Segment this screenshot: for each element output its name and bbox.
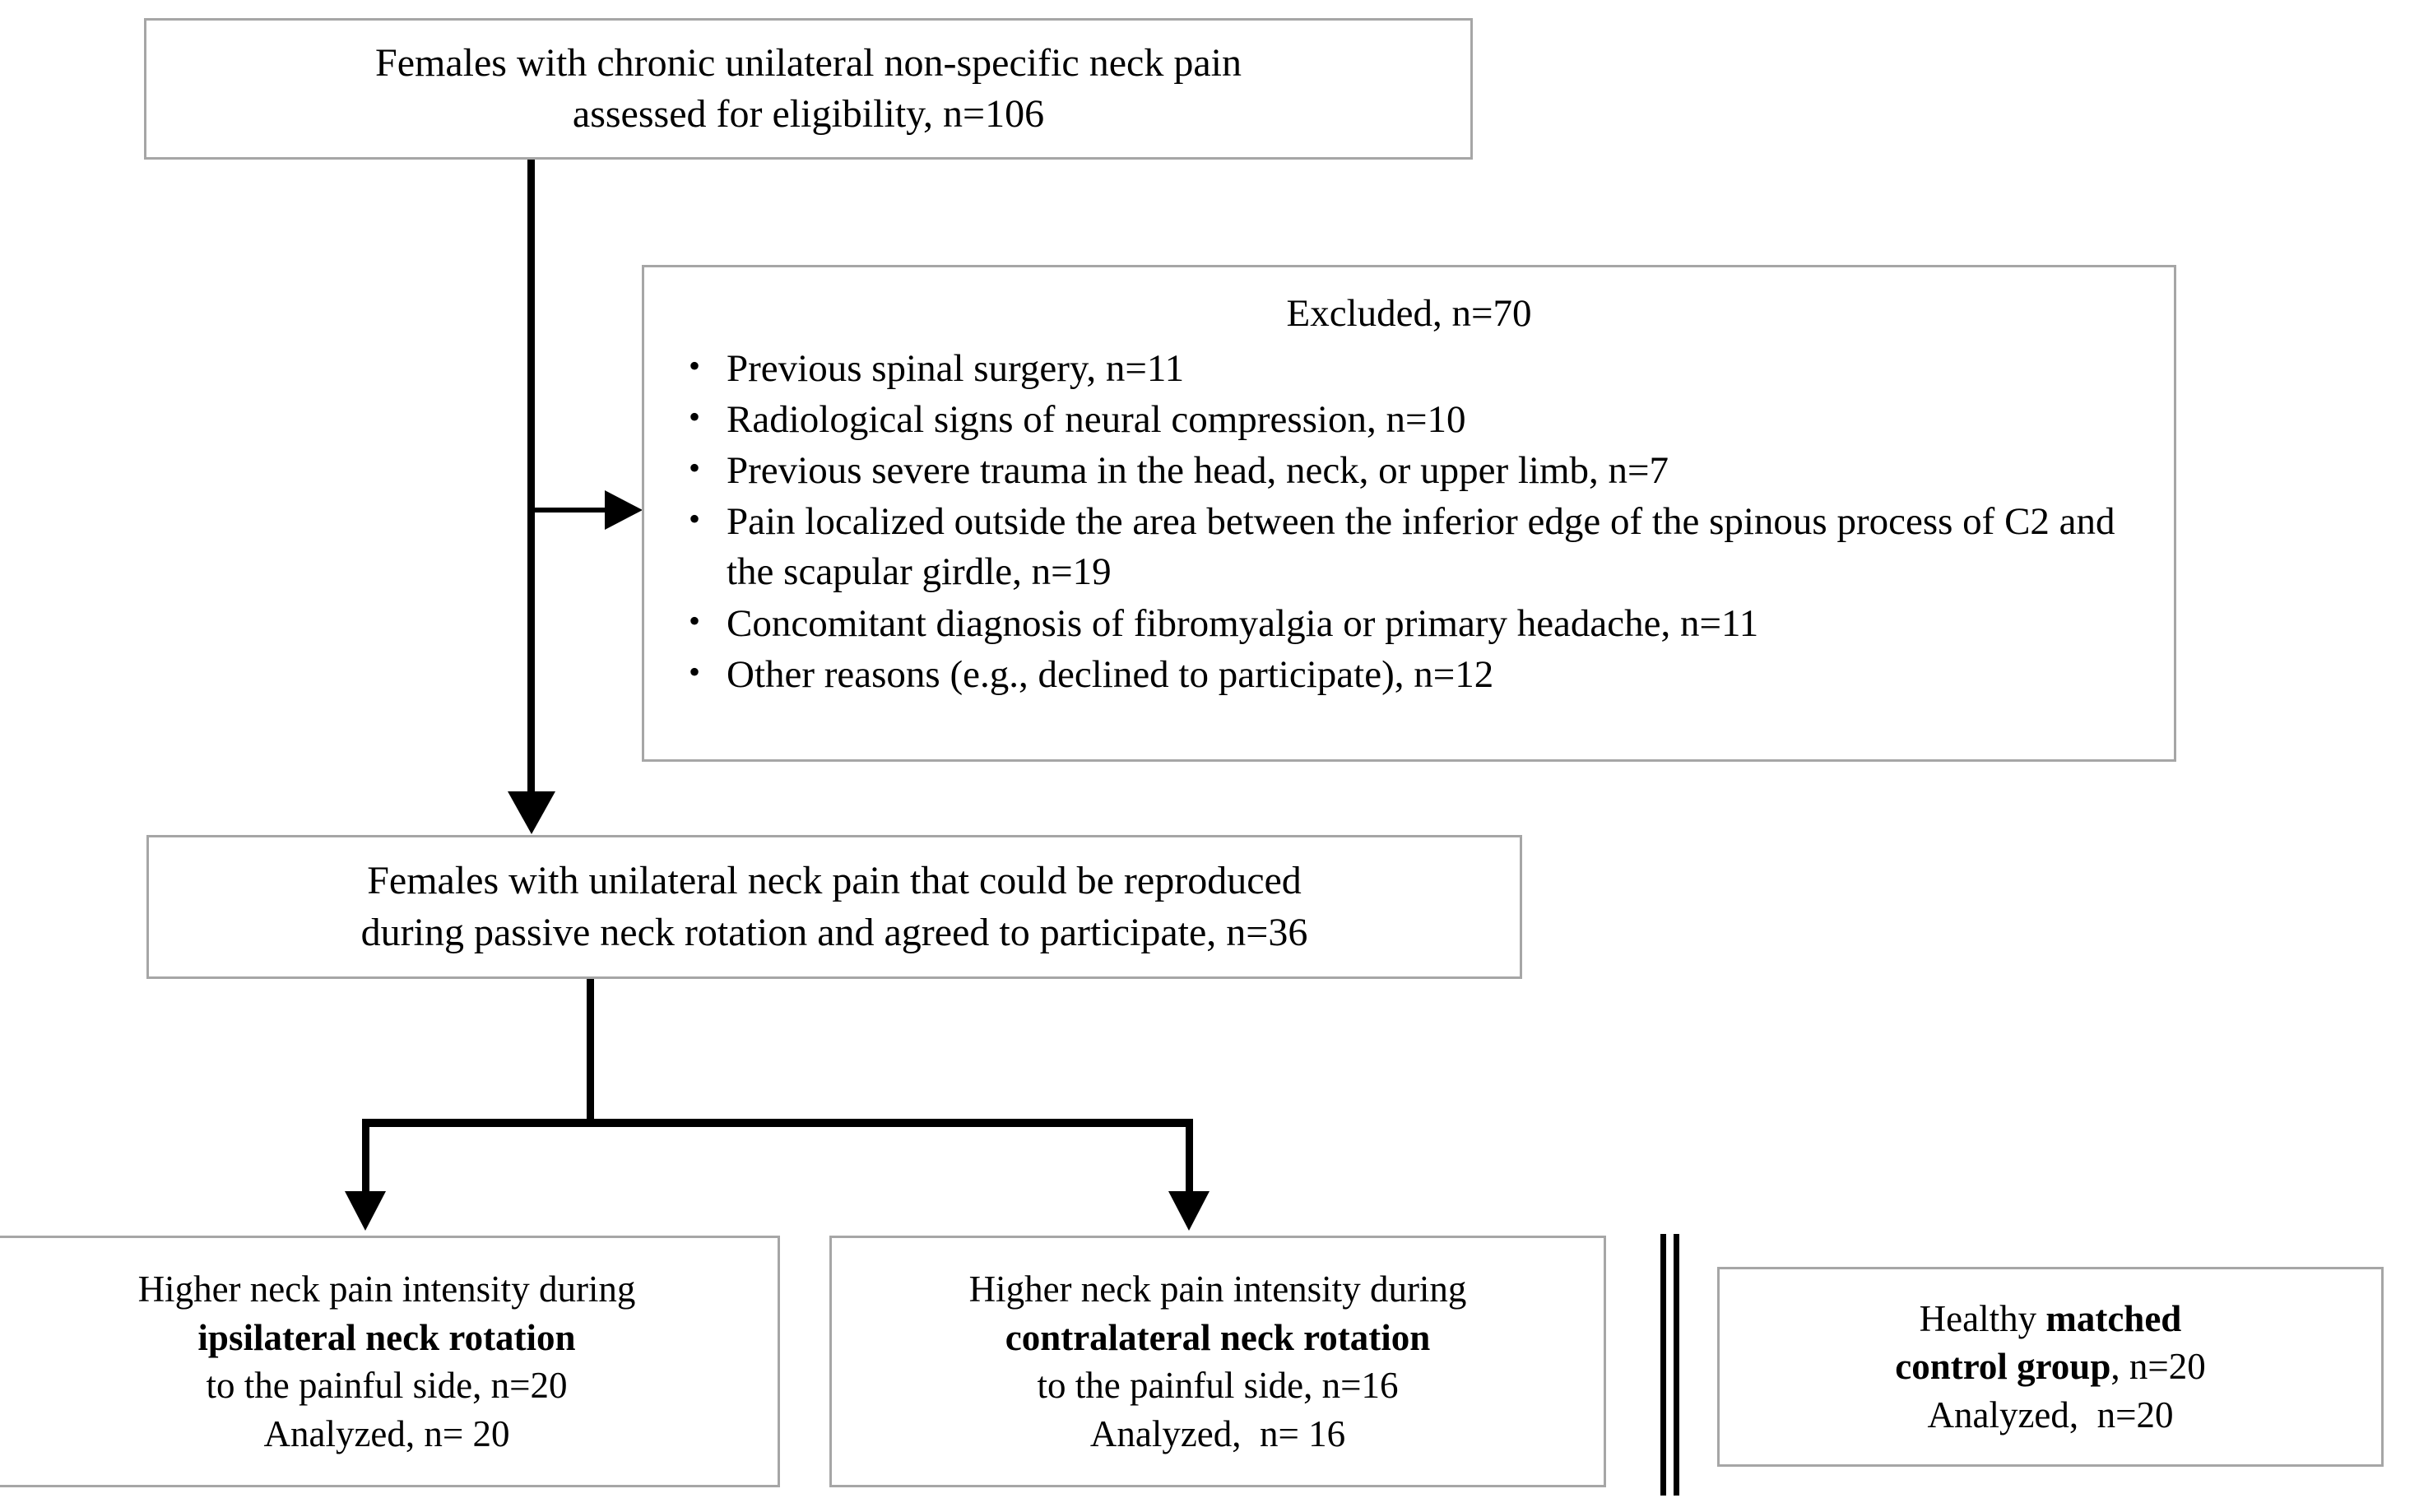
node-ipsilateral-group: Higher neck pain intensity during ipsila… (0, 1236, 780, 1487)
list-item-label: Other reasons (e.g., declined to partici… (727, 652, 1494, 696)
list-item: • Pain localized outside the area betwee… (677, 497, 2162, 597)
ipsilateral-rotation-label: ipsilateral neck rotation (197, 1314, 575, 1362)
node-contralateral-group: Higher neck pain intensity during contra… (829, 1236, 1606, 1487)
separator-rule-left (1660, 1234, 1666, 1496)
list-item: • Previous severe trauma in the head, ne… (677, 446, 2162, 496)
list-item: • Previous spinal surgery, n=11 (677, 344, 2162, 394)
connector-split-stem (587, 979, 594, 1125)
bullet-icon: • (689, 449, 701, 487)
bullet-icon: • (689, 601, 701, 639)
list-item-label: Radiological signs of neural compression… (727, 398, 1466, 442)
arrowhead-down-left-icon (345, 1191, 386, 1231)
excluded-reason-list: • Previous spinal surgery, n=11 • Radiol… (644, 344, 2174, 700)
arrowhead-right-icon (605, 490, 643, 530)
connector-split-right (1186, 1119, 1193, 1199)
node-reproduced: Females with unilateral neck pain that c… (146, 835, 1522, 979)
control-analyzed: Analyzed, n=20 (1927, 1394, 2174, 1435)
arrowhead-down-right-icon (1168, 1191, 1210, 1231)
control-line-2: control group, n=20 (1895, 1343, 2206, 1391)
bullet-icon: • (689, 347, 701, 385)
node-excluded: Excluded, n=70 • Previous spinal surgery… (642, 265, 2176, 762)
ipsilateral-analyzed: Analyzed, n= 20 (263, 1412, 510, 1454)
contralateral-line-3: to the painful side, n=16 (1037, 1365, 1399, 1406)
connector-split-bar (362, 1119, 1193, 1127)
list-item-label: Previous severe trauma in the head, neck… (727, 449, 1669, 493)
list-item-label: Pain localized outside the area between … (727, 500, 2115, 594)
list-item: • Concomitant diagnosis of fibromyalgia … (677, 599, 2162, 649)
ipsilateral-line-3: to the painful side, n=20 (206, 1365, 568, 1406)
control-line-2-bold: control group (1895, 1346, 2111, 1388)
reproduced-line-2: during passive neck rotation and agreed … (360, 910, 1308, 954)
node-control-group: Healthy matched control group, n=20 Anal… (1717, 1267, 2384, 1467)
contralateral-bold-text: contralateral neck rotation (1005, 1316, 1431, 1358)
control-line-1-bold: matched (2045, 1297, 2182, 1339)
excluded-title: Excluded, n=70 (1286, 292, 1532, 335)
connector-to-excluded (531, 508, 611, 513)
contralateral-line-1: Higher neck pain intensity during (968, 1269, 1467, 1310)
eligibility-line-2: assessed for eligibility, n=106 (572, 92, 1045, 136)
contralateral-rotation-label: contralateral neck rotation (1005, 1314, 1431, 1362)
control-line-1-prefix: Healthy (1919, 1297, 2046, 1339)
separator-rule-right (1674, 1234, 1679, 1496)
control-line-2-suffix: , n=20 (2110, 1346, 2206, 1388)
ipsilateral-bold-text: ipsilateral neck rotation (197, 1316, 576, 1358)
list-item-label: Concomitant diagnosis of fibromyalgia or… (727, 601, 1759, 645)
reproduced-line-1: Females with unilateral neck pain that c… (367, 859, 1302, 903)
list-item-label: Previous spinal surgery, n=11 (727, 347, 1185, 391)
list-item: • Radiological signs of neural compressi… (677, 395, 2162, 445)
ipsilateral-line-1: Higher neck pain intensity during (137, 1269, 636, 1310)
bullet-icon: • (689, 500, 701, 538)
bullet-icon: • (689, 398, 701, 436)
contralateral-analyzed: Analyzed, n= 16 (1089, 1412, 1346, 1454)
control-line-1: Healthy matched (1920, 1295, 2182, 1343)
bullet-icon: • (689, 652, 701, 690)
node-eligibility: Females with chronic unilateral non-spec… (144, 18, 1473, 160)
arrowhead-down-icon (508, 791, 555, 834)
connector-split-left (362, 1119, 369, 1199)
eligibility-line-1: Females with chronic unilateral non-spec… (375, 40, 1242, 85)
connector-eligibility-to-reproduced (527, 160, 535, 811)
list-item: • Other reasons (e.g., declined to parti… (677, 650, 2162, 700)
